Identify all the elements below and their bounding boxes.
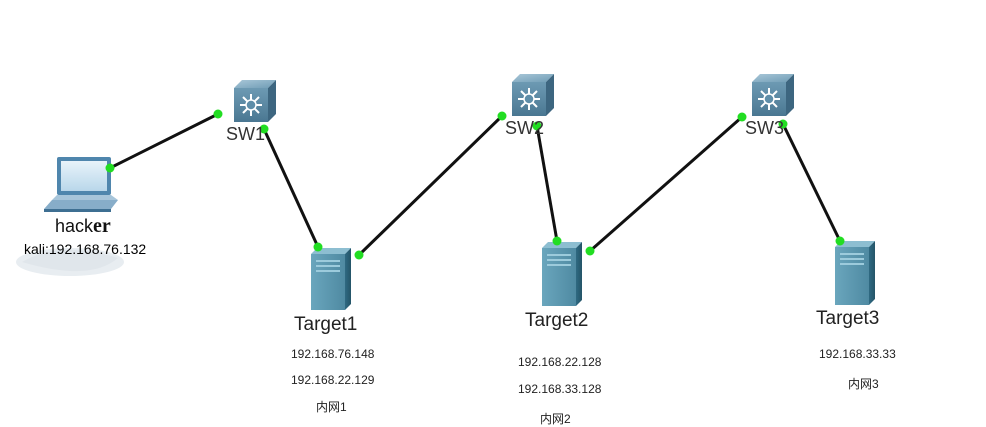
port-dot bbox=[778, 119, 788, 129]
target1-label: Target1 bbox=[294, 314, 358, 335]
target1-note: 内网1 bbox=[316, 400, 347, 414]
switch-sw1[interactable] bbox=[234, 80, 276, 122]
server-target3[interactable] bbox=[835, 241, 875, 305]
laptop-icon bbox=[44, 157, 118, 212]
hacker-label-plain: hack bbox=[55, 216, 94, 236]
link-hacker-sw1 bbox=[109, 112, 219, 170]
link-group bbox=[109, 112, 842, 257]
port-dot bbox=[497, 111, 507, 121]
target1-ip-2: 192.168.22.129 bbox=[291, 373, 375, 387]
server-icon bbox=[311, 248, 351, 310]
port-indicators bbox=[105, 109, 845, 260]
target3-label: Target3 bbox=[816, 308, 880, 329]
target3-ip-1: 192.168.33.33 bbox=[819, 347, 896, 361]
sw1-label: SW1 bbox=[226, 124, 266, 144]
server-target2[interactable] bbox=[542, 242, 582, 306]
link-sw3-target3 bbox=[781, 123, 842, 242]
target2-label: Target2 bbox=[525, 310, 589, 331]
port-dot bbox=[354, 250, 364, 260]
target1-ip-1: 192.168.76.148 bbox=[291, 347, 375, 361]
hacker-label: hacker bbox=[55, 215, 111, 238]
server-icon bbox=[542, 242, 582, 306]
target2-ip-1: 192.168.22.128 bbox=[518, 355, 602, 369]
target2-ip-2: 192.168.33.128 bbox=[518, 382, 602, 396]
port-dot bbox=[213, 109, 223, 119]
server-target1[interactable] bbox=[311, 248, 351, 310]
port-dot bbox=[105, 163, 115, 173]
port-dot bbox=[259, 124, 269, 134]
sw2-label: SW2 bbox=[505, 118, 545, 138]
port-dot bbox=[313, 242, 323, 252]
port-dot bbox=[552, 236, 562, 246]
server-icon bbox=[835, 241, 875, 305]
switch-icon bbox=[234, 80, 276, 122]
target2-note: 内网2 bbox=[540, 412, 571, 426]
switch-icon bbox=[752, 74, 794, 116]
link-target1-sw2 bbox=[357, 114, 504, 257]
port-dot bbox=[737, 112, 747, 122]
switch-sw3[interactable] bbox=[752, 74, 794, 116]
port-dot bbox=[835, 236, 845, 246]
hacker-laptop[interactable] bbox=[16, 157, 124, 276]
switch-icon bbox=[512, 74, 554, 116]
port-dot bbox=[585, 246, 595, 256]
link-target2-sw3 bbox=[589, 115, 743, 253]
link-sw1-target1 bbox=[262, 128, 320, 248]
port-dot bbox=[532, 121, 542, 131]
hacker-ip: kali:192.168.76.132 bbox=[24, 241, 147, 257]
link-sw2-target2 bbox=[535, 125, 559, 242]
switch-sw2[interactable] bbox=[512, 74, 554, 116]
target3-note: 内网3 bbox=[848, 377, 879, 391]
sw3-label: SW3 bbox=[745, 118, 785, 138]
hacker-label-bold: er bbox=[93, 215, 111, 237]
